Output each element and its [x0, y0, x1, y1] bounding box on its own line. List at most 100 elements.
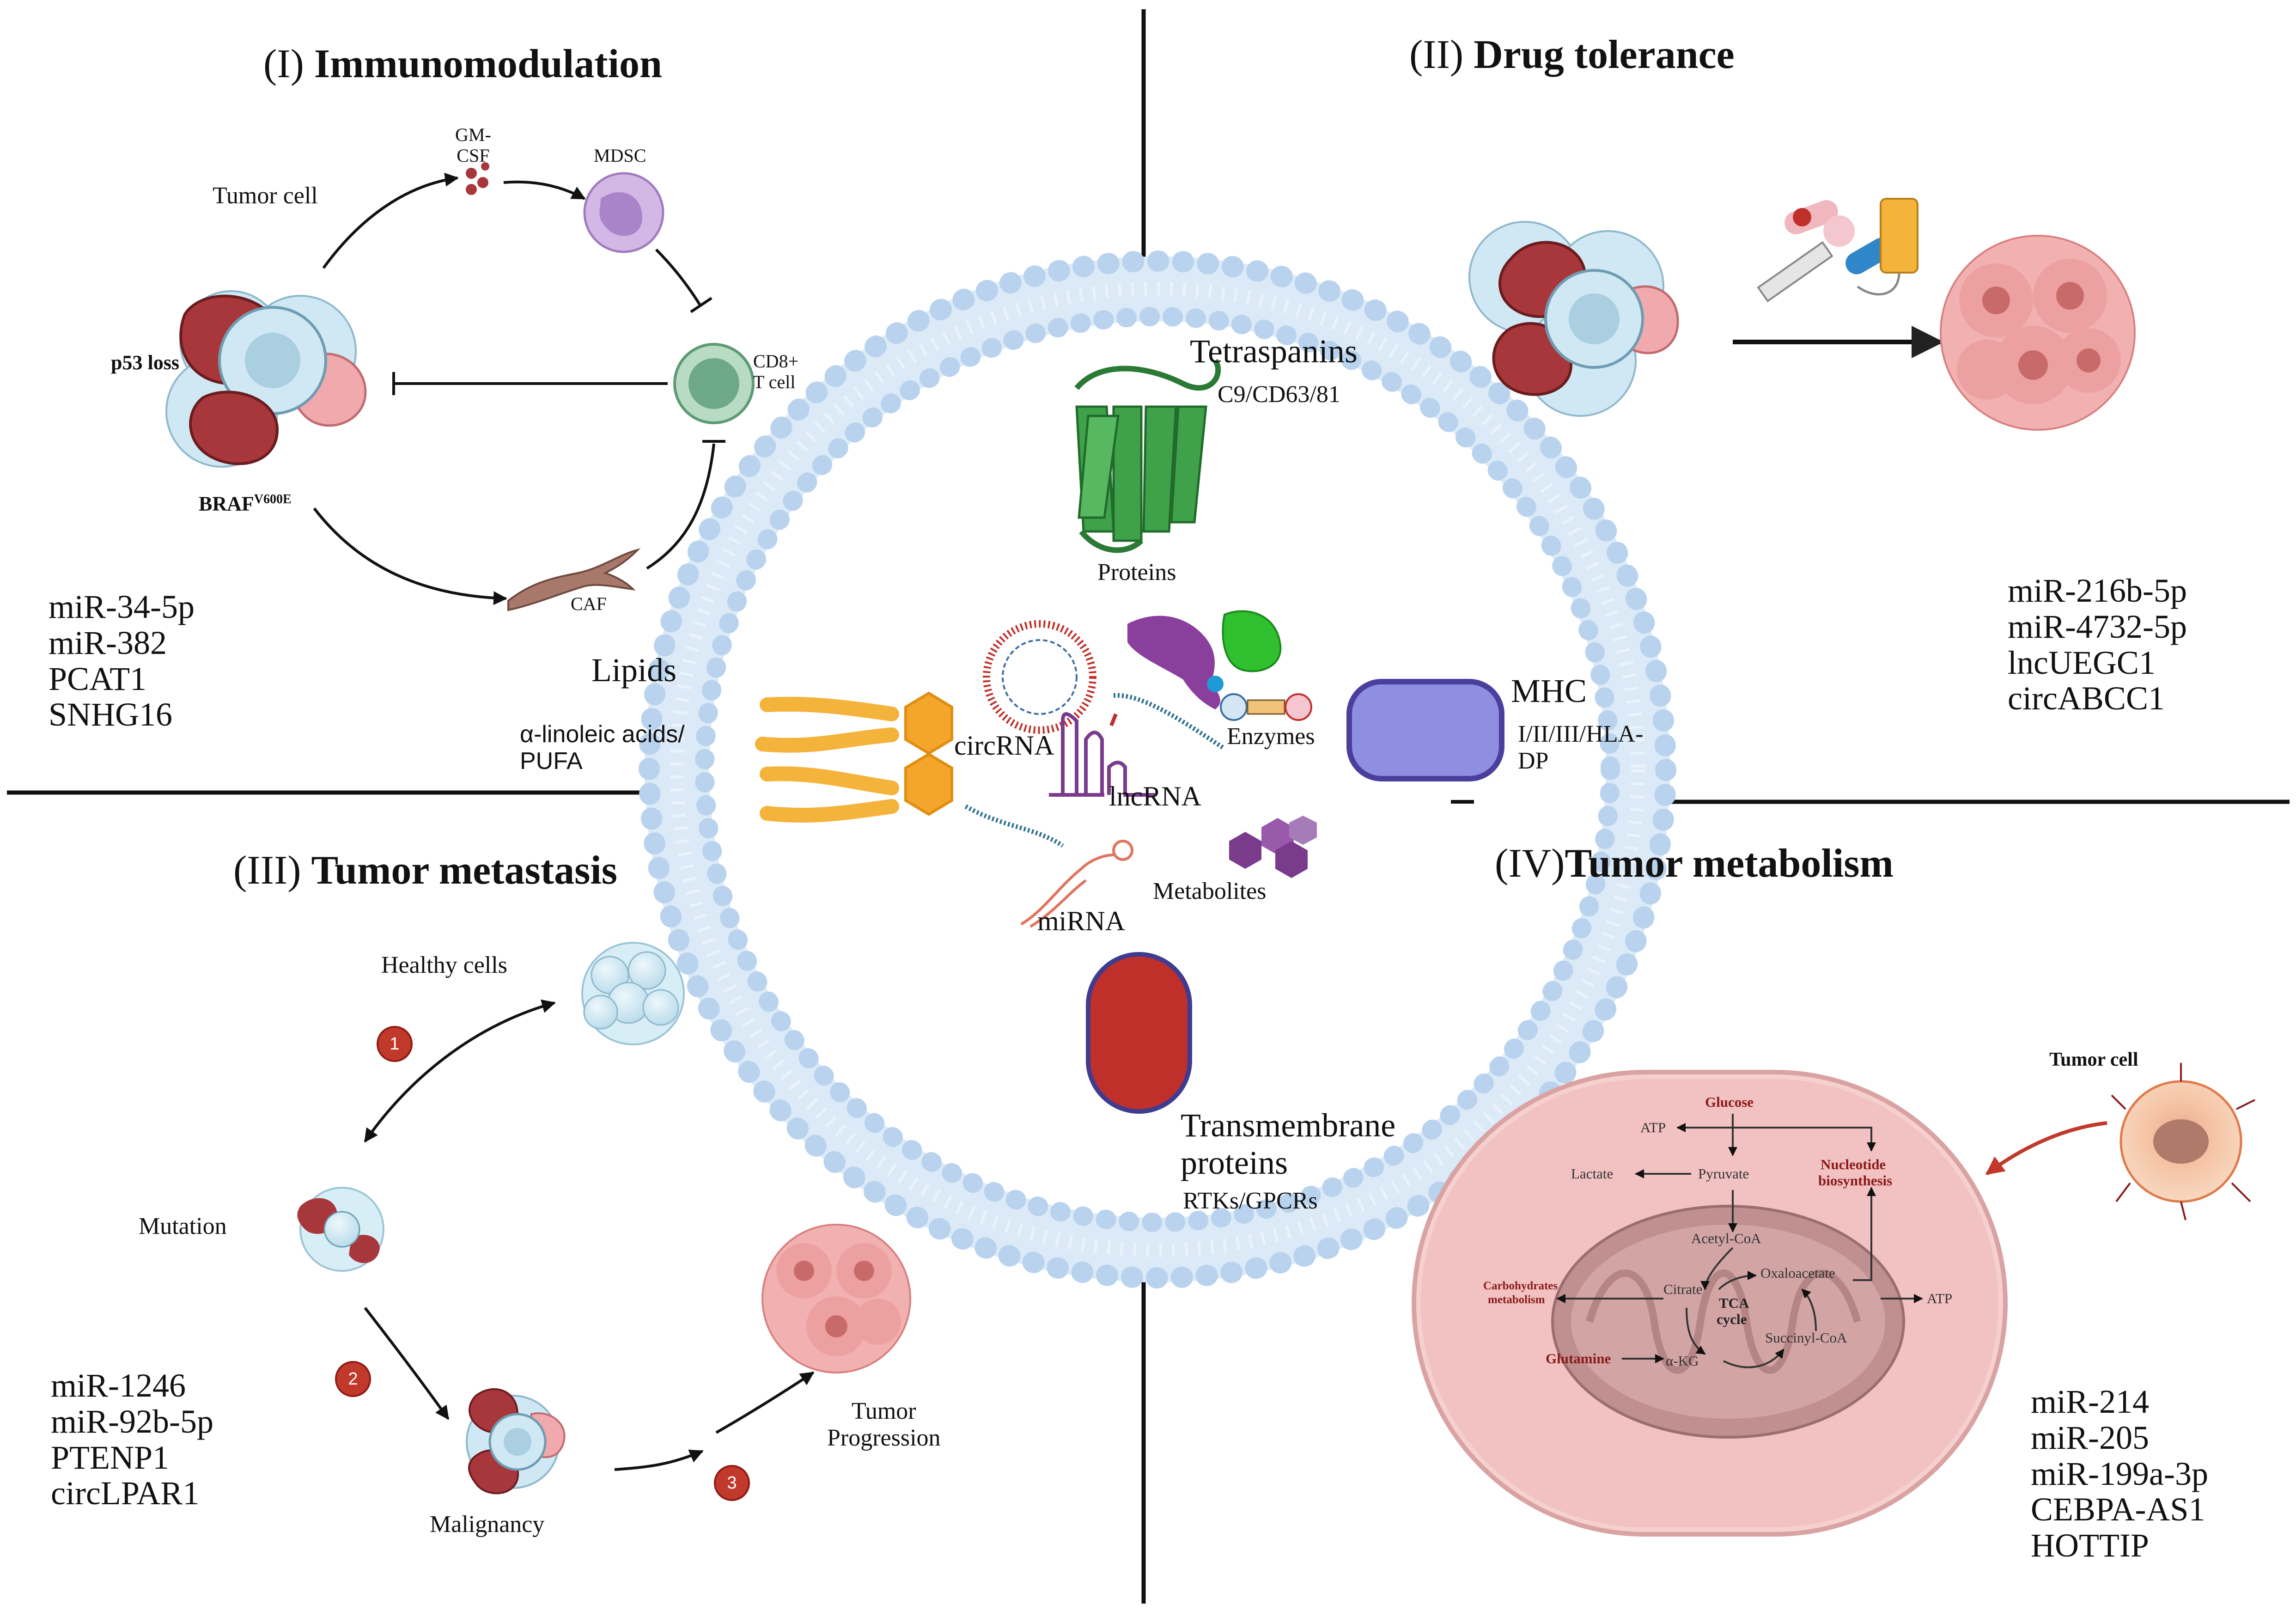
molecule-item: HOTTIP: [2031, 1527, 2149, 1564]
label-tumor-cell-immuno: Tumor cell: [213, 183, 318, 209]
label-lipids: Lipids: [591, 652, 677, 689]
label-tetraspanins-sub: C9/CD63/81: [1218, 381, 1340, 408]
label-lipids-sub: α-linoleic acids/PUFA: [520, 721, 685, 775]
rna-strand-top: [1113, 693, 1226, 751]
molecule-item: miR-34-5p: [49, 588, 195, 625]
metabolic-pathway-arrows: [1556, 1114, 1923, 1368]
tumor-cluster-drug: [1468, 221, 1679, 417]
label-caf: CAF: [571, 593, 607, 614]
molecule-item: PCAT1: [49, 660, 147, 697]
pathway-pyruvate: Pyruvate: [1698, 1166, 1749, 1182]
rna-strand-bottom: [964, 804, 1064, 848]
label-enzymes: Enzymes: [1227, 723, 1315, 750]
title-metabolism: (IV)Tumor metabolism: [1495, 841, 1894, 886]
metastasis-arrows: [364, 999, 815, 1471]
molecule-item: miR-4732-5p: [2008, 608, 2187, 645]
molecule-item: lncUEGC1: [2008, 644, 2156, 681]
lncrna-molecule: [1049, 712, 1155, 797]
pathway-nucleotide-1: Nucleotide: [1821, 1156, 1886, 1172]
molecule-item: miR-382: [49, 624, 167, 661]
molecule-item: miR-216b-5p: [2008, 572, 2187, 609]
tumor-progression-mass: [761, 1224, 911, 1373]
molecule-item: miR-214: [2031, 1383, 2150, 1420]
metabolite-molecules: [1229, 816, 1317, 878]
cd8-t-cell: [673, 343, 755, 424]
label-gm-csf: GM-CSF: [455, 124, 491, 166]
title-metastasis: (III) Tumor metastasis: [233, 848, 618, 893]
gm-csf-particles: [466, 162, 489, 195]
enzyme-molecules: [1127, 610, 1312, 721]
pathway-citrate: Citrate: [1663, 1281, 1702, 1297]
pathway-tca-2: cycle: [1717, 1311, 1747, 1327]
molecule-item: miR-92b-5p: [51, 1403, 213, 1440]
tumor-mass-drug: [1940, 235, 2136, 431]
pathway-lactate: Lactate: [1571, 1166, 1613, 1182]
molecule-item: CEBPA-AS1: [2031, 1491, 2205, 1528]
molecule-item: miR-205: [2031, 1419, 2150, 1456]
molecule-item: miR-199a-3p: [2031, 1455, 2208, 1492]
label-mirna: miRNA: [1037, 906, 1126, 936]
molecule-item: PTENP1: [51, 1439, 170, 1476]
label-mutation: Mutation: [139, 1213, 227, 1239]
title-drug-tolerance: (II) Drug tolerance: [1409, 32, 1735, 77]
healthy-cells-cluster: [581, 942, 685, 1045]
lipid-molecule: [755, 691, 953, 823]
label-circrna: circRNA: [954, 730, 1054, 761]
circrna-molecule: [983, 620, 1096, 734]
label-lncrna: lncRNA: [1109, 781, 1201, 812]
molecule-list-metabolism: miR-214 miR-205 miR-199a-3p CEBPA-AS1 HO…: [2031, 1384, 2208, 1564]
label-healthy-cells: Healthy cells: [381, 952, 507, 978]
pathway-carb-2: metabolism: [1488, 1294, 1545, 1306]
label-mdsc: MDSC: [594, 145, 646, 166]
label-malignancy: Malignancy: [430, 1511, 545, 1538]
molecule-item: circLPAR1: [51, 1475, 200, 1512]
pathway-succinyl: Succinyl-CoA: [1765, 1330, 1847, 1346]
label-proteins: Proteins: [1097, 559, 1176, 586]
step-badge-3: 3: [714, 1465, 750, 1501]
mdsc-cell: [583, 172, 664, 253]
malignancy-cluster: [466, 1388, 566, 1495]
step-badge-2: 2: [335, 1361, 371, 1397]
pathway-acetyl-coa: Acetyl-CoA: [1691, 1230, 1761, 1246]
molecule-item: circABCC1: [2008, 680, 2165, 717]
molecule-list-drug: miR-216b-5p miR-4732-5p lncUEGC1 circABC…: [2008, 573, 2187, 717]
drug-icons: [1757, 198, 1918, 303]
label-cd8: CD8+T cell: [753, 351, 799, 392]
molecule-item: miR-1246: [51, 1367, 186, 1404]
metabolism-cell: [1412, 1070, 2008, 1537]
pathway-tca-1: TCA: [1719, 1295, 1749, 1311]
mirna-molecule: [1020, 840, 1133, 928]
mhc-protein: [1346, 679, 1504, 781]
transmembrane-protein: [1086, 952, 1192, 1114]
molecule-list-metastasis: miR-1246 miR-92b-5p PTENP1 circLPAR1: [51, 1367, 213, 1512]
label-tetraspanins: Tetraspanins: [1190, 333, 1358, 370]
label-p53-loss: p53 loss: [111, 351, 179, 374]
molecule-item: SNHG16: [49, 696, 173, 733]
tetraspanin-protein: [1074, 359, 1221, 553]
mutation-cluster: [297, 1187, 384, 1272]
pathway-nucleotide-2: biosynthesis: [1818, 1172, 1892, 1189]
exosome: [639, 250, 1676, 1288]
label-tumor-cell-metabolism: Tumor cell: [2049, 1049, 2138, 1070]
pathway-akg: α-KG: [1666, 1353, 1699, 1369]
pathway-atp-top: ATP: [1640, 1119, 1666, 1135]
label-mhc: MHC: [1511, 672, 1587, 709]
pathway-glucose: Glucose: [1705, 1094, 1754, 1110]
label-metabolites: Metabolites: [1153, 878, 1267, 904]
pathway-atp-right: ATP: [1927, 1290, 1952, 1306]
label-braf: BRAFV600E: [199, 492, 292, 515]
label-transmembrane-sub: RTKs/GPCRs: [1183, 1188, 1318, 1214]
pathway-oxaloacetate: Oxaloacetate: [1760, 1265, 1835, 1281]
step-badge-1: 1: [377, 1026, 413, 1062]
label-mhc-sub: I/II/III/HLA-DP: [1518, 721, 1644, 775]
tumor-cell-arrow: [1985, 1121, 2107, 1176]
pathway-glutamine: Glutamine: [1546, 1350, 1611, 1367]
caf-cell: [507, 548, 641, 611]
title-immunomodulation: (I) Immunomodulation: [263, 42, 662, 86]
tumor-cluster-immuno: [165, 290, 367, 468]
tumor-cell-metabolism: [2111, 1063, 2255, 1220]
